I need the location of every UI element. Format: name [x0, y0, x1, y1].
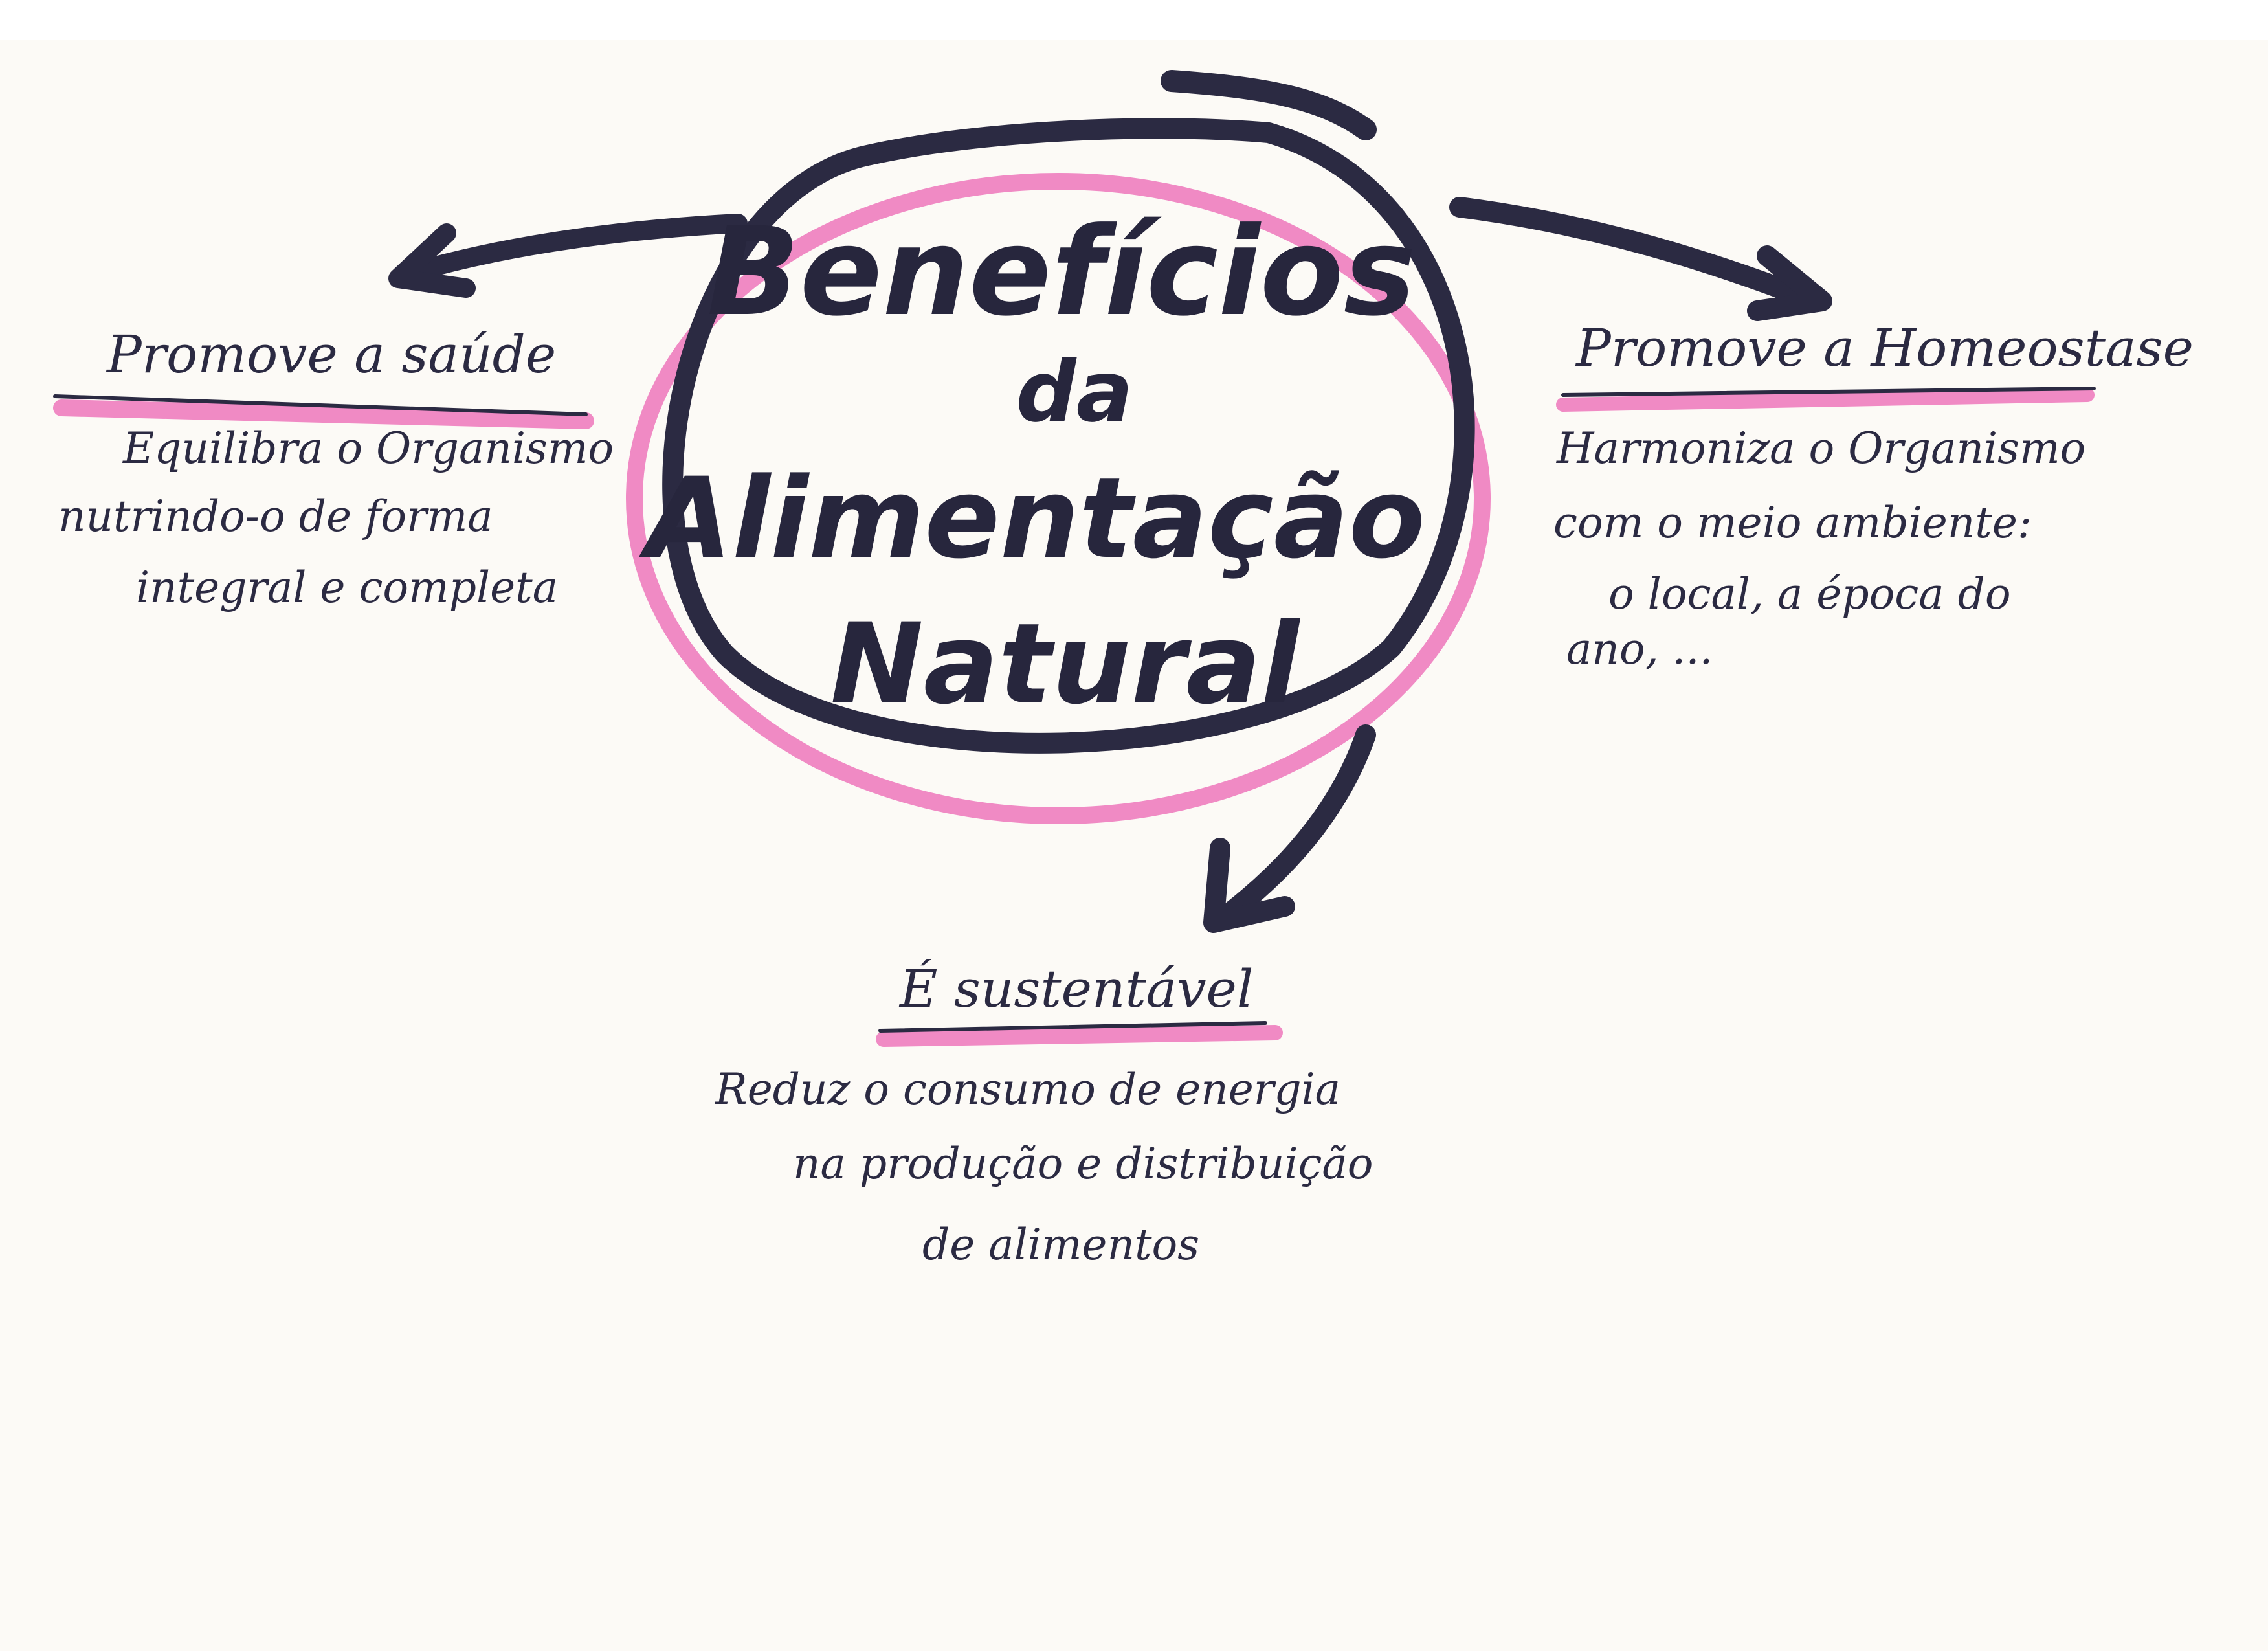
- branch-sustainable-heading: É sustentável: [898, 958, 1253, 1019]
- branch-homeostasis-line-1: Harmoniza o Organismo: [1556, 423, 2085, 473]
- arrow-right-head: [1747, 245, 1832, 321]
- branch-sustainable: É sustentável Reduz o consumo de energia…: [715, 958, 1373, 1270]
- arrow-left: [405, 214, 748, 282]
- branch-sustainable-line-2: na produção e distribuição: [793, 1139, 1373, 1189]
- branch-homeostasis-underline: [1561, 387, 2096, 397]
- branch-health-underline: [53, 394, 588, 416]
- scan-margin: [0, 0, 2268, 40]
- branch-homeostasis-line-2: com o meio ambiente:: [1553, 498, 2032, 548]
- center-title-line-2: da: [1016, 343, 1133, 441]
- arrow-bottom: [1219, 724, 1376, 923]
- branch-health-heading: Promove a saúde: [106, 324, 556, 385]
- branch-sustainable-line-1: Reduz o consumo de energia: [715, 1064, 1340, 1114]
- branch-homeostasis-highlight: [1556, 388, 2095, 412]
- center-circle-highlight: [626, 173, 1491, 824]
- center-circle: [662, 118, 1475, 754]
- center-title-line-4: Natural: [830, 599, 1301, 729]
- branch-homeostasis: Promove a Homeostase Harmoniza o Organis…: [1553, 318, 2194, 674]
- branch-health-highlight: [53, 399, 594, 429]
- branch-homeostasis-line-4: ano, ...: [1566, 624, 1713, 674]
- branch-homeostasis-line-3: o local, a época do: [1608, 569, 2011, 619]
- branch-sustainable-underline: [878, 1021, 1267, 1033]
- branch-health-line-1: Equilibra o Organismo: [122, 423, 614, 473]
- branch-health-line-2: nutrindo-o de forma: [58, 491, 493, 541]
- center-circle-tail: [1161, 70, 1377, 140]
- branch-health-line-3: integral e completa: [136, 563, 558, 612]
- center-title-line-1: Benefícios: [707, 201, 1416, 343]
- arrow-left-head: [388, 223, 476, 298]
- branch-sustainable-line-3: de alimentos: [922, 1220, 1199, 1270]
- center-title: Benefícios da Alimentação Natural: [638, 201, 1425, 729]
- center-title-line-3: Alimentação: [638, 453, 1425, 583]
- branch-sustainable-highlight: [876, 1025, 1283, 1047]
- arrow-right: [1449, 197, 1816, 308]
- arrow-bottom-head: [1203, 838, 1295, 933]
- branch-homeostasis-heading: Promove a Homeostase: [1575, 318, 2194, 378]
- branch-health: Promove a saúde Equilibra o Organismo nu…: [53, 324, 614, 612]
